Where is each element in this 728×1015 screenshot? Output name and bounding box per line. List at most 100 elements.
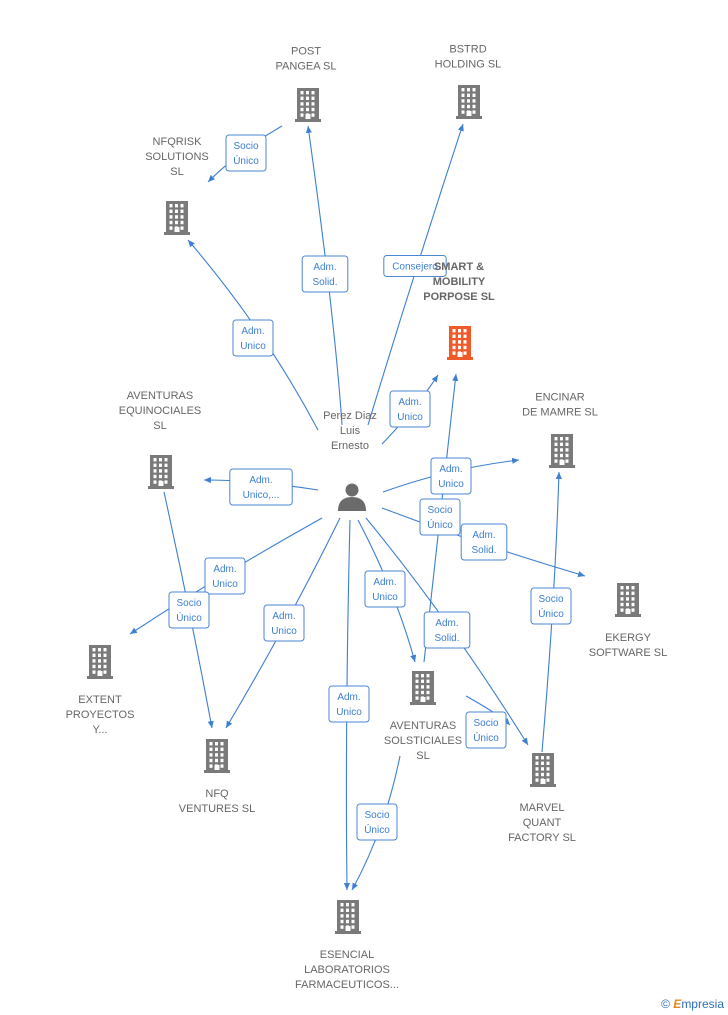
edge-label-text: Socio (427, 505, 452, 516)
edge-label-perez-to-aventuras_sol[interactable]: Adm.Unico (364, 570, 406, 608)
building-icon[interactable] (530, 753, 556, 787)
edge-label-perez-to-smart[interactable]: Adm.Unico (389, 390, 431, 428)
edge-label-box (232, 319, 274, 357)
edge-label-perez-to-marvel[interactable]: Adm. Solid. (423, 611, 471, 649)
node-label-line: PROYECTOS (66, 709, 135, 721)
edge-label-perez-to-nfq_ventures[interactable]: Adm.Unico (263, 604, 305, 642)
node-company-esencial[interactable]: ESENCIALLABORATORIOSFARMACEUTICOS... (295, 900, 399, 991)
node-label-line: SL (170, 166, 183, 178)
node-label-line: EKERGY (605, 632, 652, 644)
edge-label-text: Unico (212, 579, 238, 590)
brand-name: mpresia (681, 997, 724, 1011)
node-label-line: DE MAMRE SL (522, 407, 598, 419)
node-company-extent[interactable]: EXTENTPROYECTOSY... (66, 645, 135, 736)
copyright-symbol: © (661, 997, 670, 1011)
edge-label-perez-to-encinar[interactable]: Adm.Unico (430, 457, 472, 495)
edge-label-text: Unico (271, 626, 297, 637)
edge-label-text: Adm. (472, 530, 495, 541)
node-label-line: SOFTWARE SL (589, 647, 667, 659)
building-icon[interactable] (295, 88, 321, 122)
node-label-line: ENCINAR (535, 392, 585, 404)
node-label-line: MARVEL (519, 802, 564, 814)
node-label-line: PORPOSE SL (423, 291, 495, 303)
edge-label-perez-to-aventuras_eq[interactable]: Adm.Unico,... (229, 468, 293, 506)
building-icon[interactable] (335, 900, 361, 934)
node-company-ekergy[interactable]: EKERGY SOFTWARE SL (589, 583, 667, 659)
node-label-line: PANGEA SL (276, 61, 337, 73)
building-icon[interactable] (164, 201, 190, 235)
edge-label-perez-to-extent[interactable]: Adm. Unico (204, 557, 246, 595)
edge-label-box (465, 711, 507, 749)
edge-label-box (389, 390, 431, 428)
building-icon[interactable] (447, 326, 473, 360)
edge-label-text: Adm. (435, 618, 458, 629)
edge-label-text: Unico (438, 479, 464, 490)
node-label-line: NFQ (205, 788, 229, 800)
edge-label-perez-to-ekergy[interactable]: Adm.Solid. (460, 523, 508, 561)
edge-label-box (301, 255, 349, 293)
edge-label-box (419, 498, 461, 536)
credit: © Empresia (661, 997, 724, 1011)
edge-label-perez-to-esencial[interactable]: Adm.Unico (328, 685, 370, 723)
edge-label-text: Socio (364, 810, 389, 821)
edge-label-text: Único (427, 518, 453, 531)
edge-label-box (204, 557, 246, 595)
building-icon[interactable] (456, 85, 482, 119)
company-label: EXTENTPROYECTOSY... (66, 694, 135, 736)
edge-label-text: Socio (538, 594, 563, 605)
node-company-encinar[interactable]: ENCINAR DE MAMRE SL (522, 392, 598, 469)
edge-label-text: Consejero (392, 262, 438, 273)
node-label-line: SMART & (434, 261, 484, 273)
edge-label-text: Único (233, 154, 259, 167)
building-icon[interactable] (410, 671, 436, 705)
building-icon[interactable] (615, 583, 641, 617)
edge-label-perez-to-bstrd[interactable]: Consejero (383, 255, 447, 277)
edge-perez-to-post_pangea (305, 125, 343, 426)
edge-label-text: Unico (240, 341, 266, 352)
edge-label-text: Adm. (213, 564, 236, 575)
node-label-line: SL (416, 750, 429, 762)
edge-label-perez-to-post_pangea[interactable]: Adm.Solid. (301, 255, 349, 293)
edge-label-text: Socio (176, 598, 201, 609)
node-label-line: SOLSTICIALES (384, 735, 462, 747)
edge-label-text: Socio (473, 718, 498, 729)
edge-label-box (430, 457, 472, 495)
person-icon[interactable] (338, 483, 366, 512)
building-icon[interactable] (204, 739, 230, 773)
node-label-line: SOLUTIONS (145, 151, 209, 163)
edge-label-box (460, 523, 508, 561)
building-icon[interactable] (87, 645, 113, 679)
building-icon[interactable] (549, 434, 575, 468)
building-icon[interactable] (148, 455, 174, 489)
edge-label-text: Único (176, 611, 202, 624)
node-label-line: Perez Diaz (323, 410, 377, 422)
node-label-line: FARMACEUTICOS... (295, 979, 399, 991)
brand-initial: E (673, 997, 682, 1011)
edge-label-perez-to-nfqrisk[interactable]: Adm.Unico (232, 319, 274, 357)
edge-label-text: Solid. (434, 633, 459, 644)
node-label-line: EXTENT (78, 694, 122, 706)
edge-label-text: Adm. (249, 475, 272, 486)
edge-label-text: Adm. (373, 577, 396, 588)
